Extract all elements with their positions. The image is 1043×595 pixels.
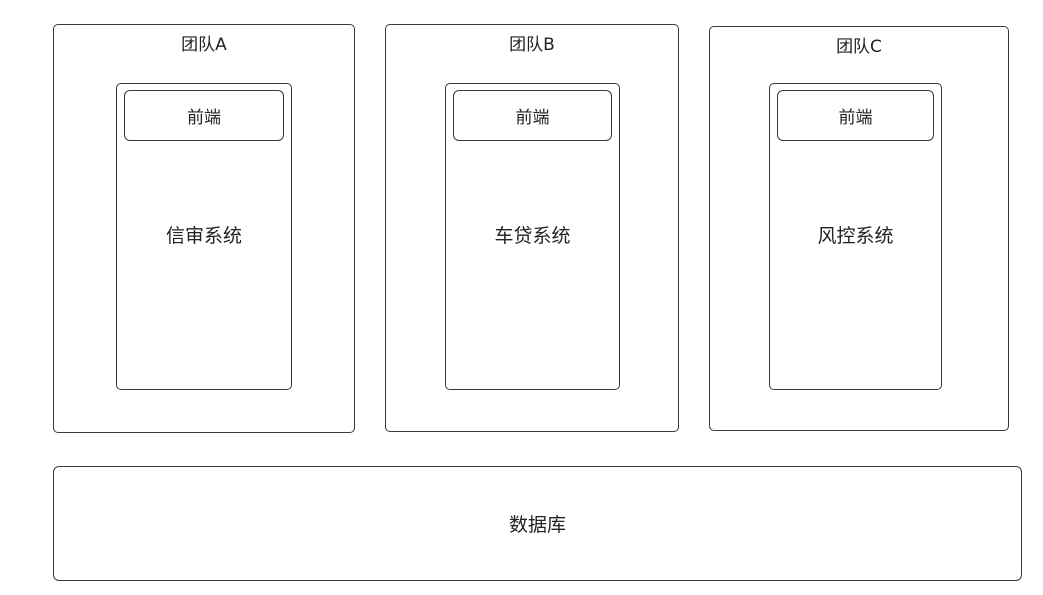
frontend-label: 前端 <box>515 108 550 128</box>
frontend-label: 前端 <box>187 108 221 128</box>
frontend-box: 前端 <box>453 90 612 141</box>
frontend-box: 前端 <box>124 90 284 141</box>
database-box: 数据库 <box>53 466 1022 581</box>
team-c-title: 团队C <box>836 37 882 57</box>
team-b-container: 团队B 前端 车贷系统 <box>385 24 679 432</box>
frontend-label: 前端 <box>838 108 873 128</box>
system-panel-car-loan: 前端 车贷系统 <box>445 83 620 390</box>
system-label: 风控系统 <box>817 225 894 247</box>
system-label: 信审系统 <box>165 225 242 247</box>
system-label: 车贷系统 <box>494 225 571 247</box>
frontend-box: 前端 <box>777 90 934 141</box>
database-label: 数据库 <box>508 514 566 536</box>
system-panel-risk-control: 前端 风控系统 <box>769 83 942 390</box>
team-a-container: 团队A 前端 信审系统 <box>53 24 355 433</box>
team-c-container: 团队C 前端 风控系统 <box>709 26 1009 431</box>
system-panel-credit-review: 前端 信审系统 <box>116 83 292 390</box>
team-b-title: 团队B <box>509 35 555 55</box>
team-a-title: 团队A <box>181 35 227 55</box>
